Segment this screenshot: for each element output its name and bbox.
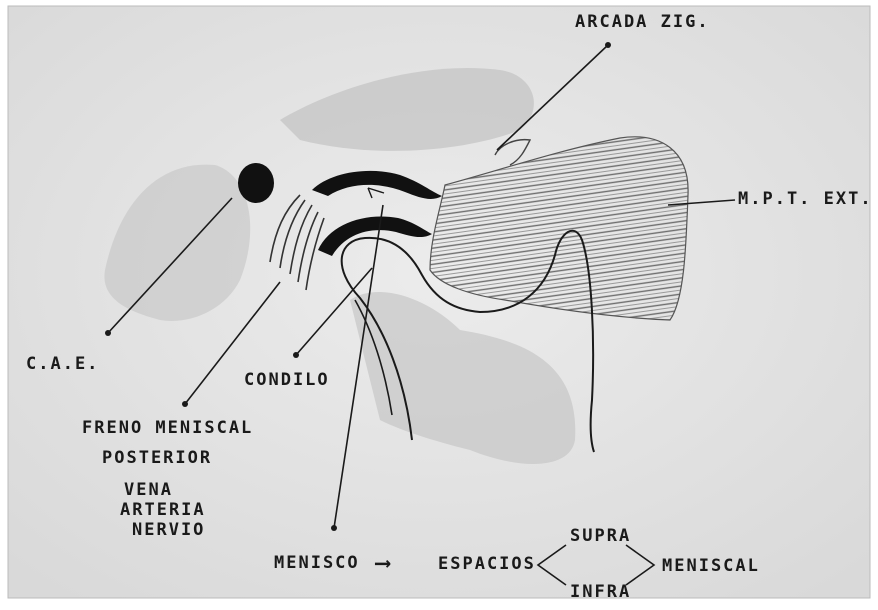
label-nervio: NERVIO: [132, 520, 205, 540]
label-arcada-zig: ARCADA ZIG.: [575, 12, 710, 32]
label-freno-meniscal: FRENO MENISCAL: [82, 418, 253, 438]
label-menisco: MENISCO: [274, 553, 360, 573]
label-posterior: POSTERIOR: [102, 448, 212, 468]
label-cae: C.A.E.: [26, 354, 99, 374]
label-arteria: ARTERIA: [120, 500, 206, 520]
label-infra: INFRA: [570, 582, 631, 602]
label-condilo: CONDILO: [244, 370, 330, 390]
label-espacios: ESPACIOS: [438, 554, 536, 574]
label-supra: SUPRA: [570, 526, 631, 546]
label-vena: VENA: [124, 480, 173, 500]
auditory-canal: [238, 163, 274, 203]
label-meniscal: MENISCAL: [662, 556, 760, 576]
menisco-arrow: ⟶: [376, 551, 389, 576]
label-mpt-ext: M.P.T. EXT.: [738, 189, 873, 209]
